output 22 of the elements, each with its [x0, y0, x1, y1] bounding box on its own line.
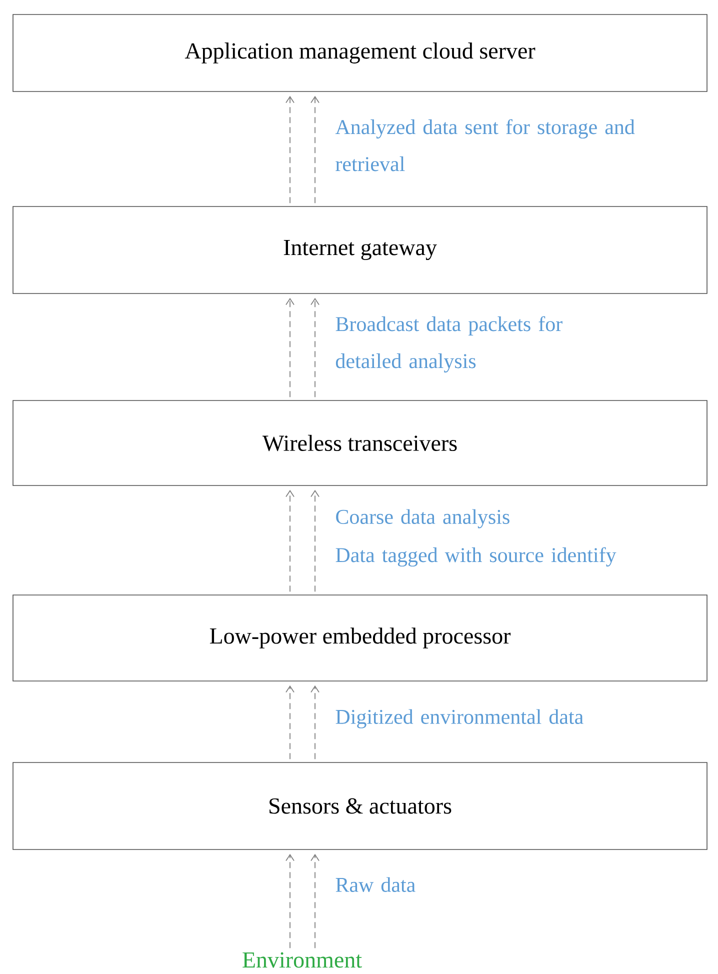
edge-label: Data tagged with source identify	[336, 547, 616, 567]
edge-label: Coarse data analysis	[336, 509, 510, 528]
arrow	[286, 854, 294, 949]
process-box: Sensors & actuators	[12, 762, 708, 850]
process-box: Internet gateway	[12, 206, 708, 294]
arrow	[286, 96, 294, 204]
edge-label: Raw data	[336, 877, 416, 892]
environment-label: Environment	[242, 952, 362, 968]
arrow	[286, 685, 294, 760]
edge-label: Broadcast data packets for detailed analysis	[336, 316, 562, 373]
arrow	[310, 298, 320, 398]
arrow	[310, 96, 320, 204]
edge-label: Digitized environmental data	[336, 709, 584, 728]
process-box: Low-power embedded processor	[12, 594, 708, 682]
arrow	[286, 298, 294, 398]
arrow	[310, 490, 320, 592]
process-box: Wireless transceivers	[12, 400, 708, 486]
process-box: Application management cloud server	[12, 14, 708, 92]
arrow	[286, 490, 294, 592]
arrow	[310, 685, 320, 760]
edge-label: Analyzed data sent for storage and retrieval	[335, 119, 635, 172]
arrow	[310, 854, 320, 949]
